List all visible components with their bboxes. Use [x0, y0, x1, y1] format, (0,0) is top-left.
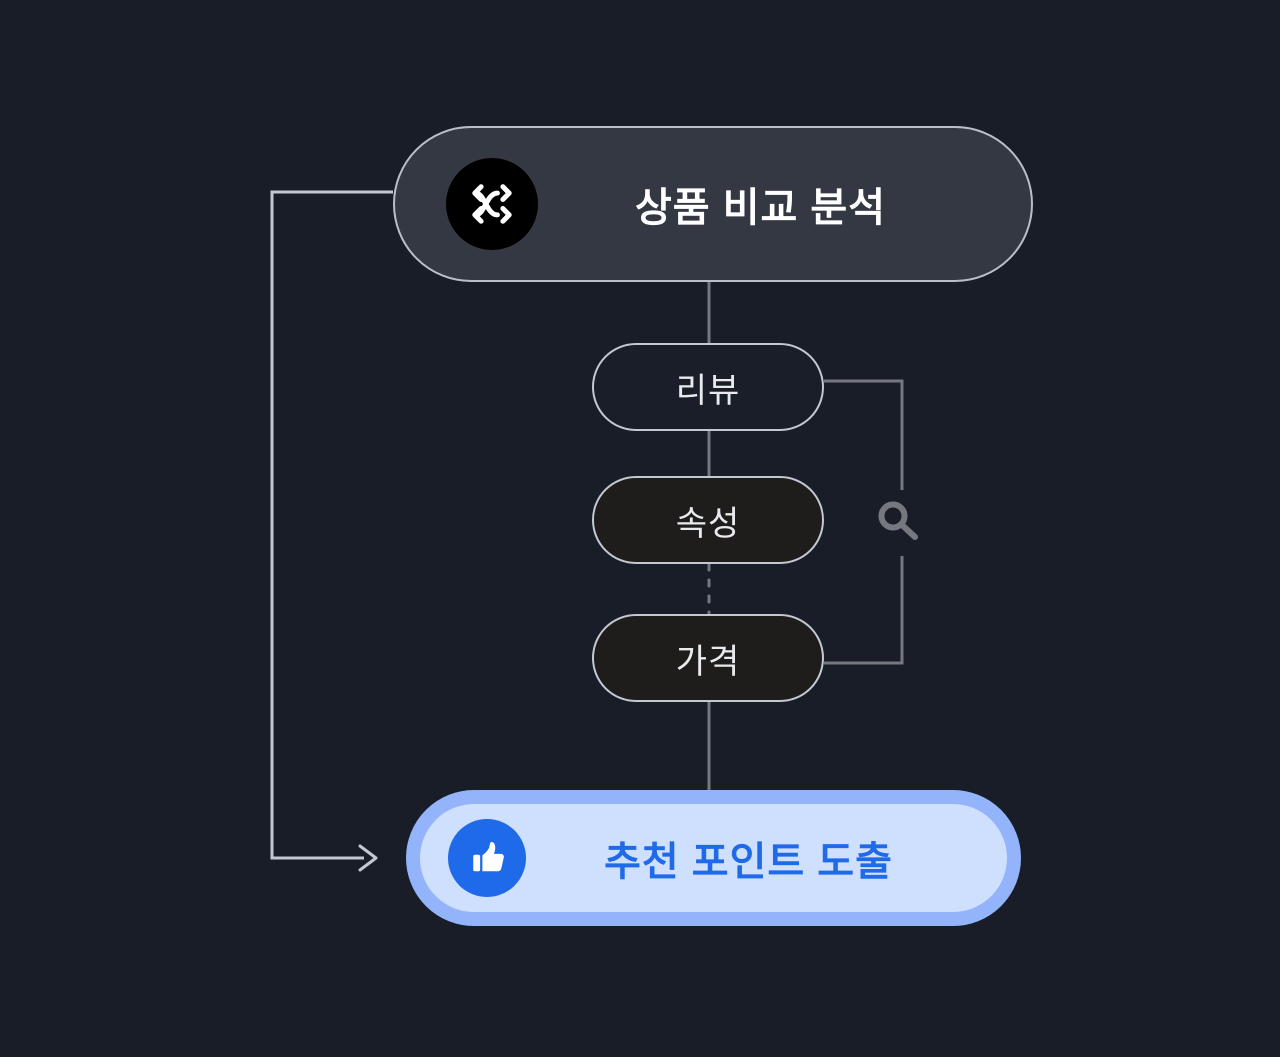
node-price[interactable]: 가격 [592, 614, 824, 702]
edge-review-to-price-bracket-lower [824, 556, 904, 665]
node-label-attribute: 속성 [675, 504, 741, 543]
node-attribute[interactable]: 속성 [592, 476, 824, 564]
shuffle-compare-icon [446, 158, 538, 250]
node-label-review: 리뷰 [675, 371, 741, 410]
search-icon [874, 497, 922, 545]
node-review[interactable]: 리뷰 [592, 343, 824, 431]
edge-review-to-price-bracket-upper [824, 379, 904, 490]
node-label-root: 상품 비교 분석 [634, 186, 887, 230]
node-label-result: 추천 포인트 도출 [604, 840, 893, 884]
node-label-price: 가격 [675, 642, 741, 681]
edge-root-to-result-bracket [270, 190, 393, 860]
thumbs-up-icon [448, 819, 526, 897]
node-recommendation-point-derivation[interactable]: 추천 포인트 도출 [406, 790, 1021, 926]
edge-root-to-result-arrowhead [358, 844, 378, 872]
node-product-comparison-analysis[interactable]: 상품 비교 분석 [393, 126, 1033, 282]
